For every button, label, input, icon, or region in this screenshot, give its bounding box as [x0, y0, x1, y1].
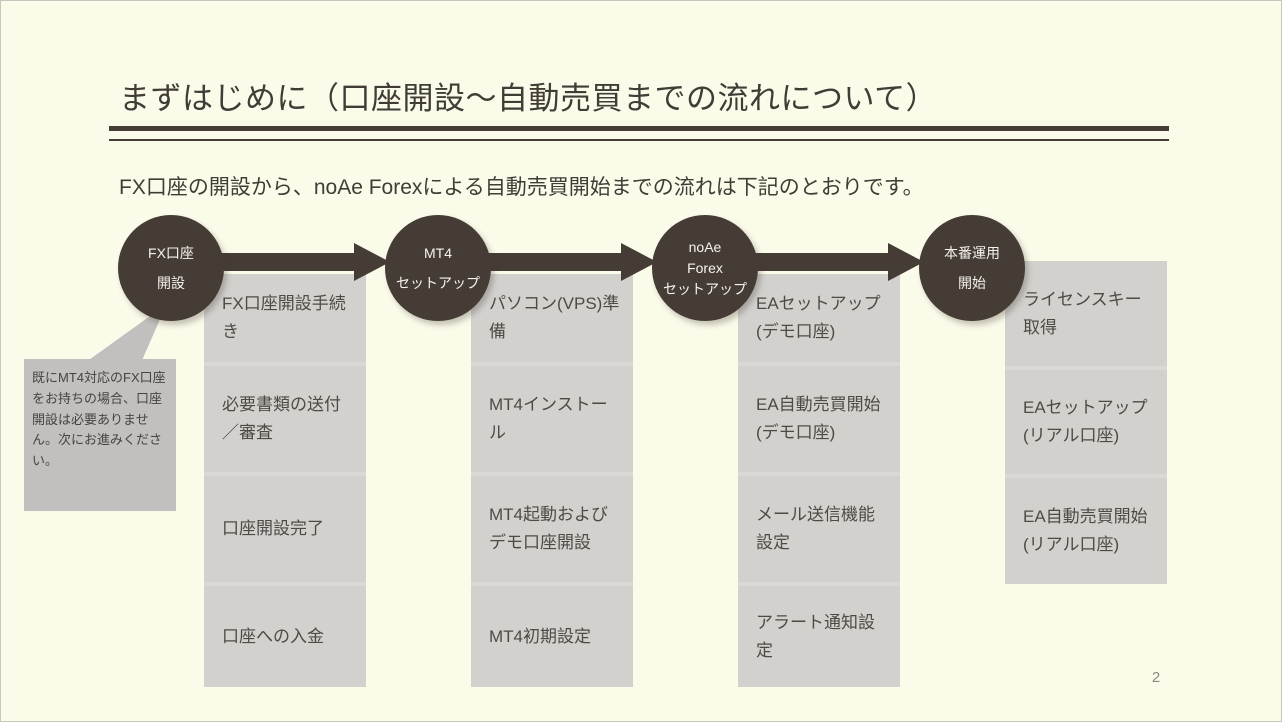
circle-label-line: セットアップ	[396, 274, 480, 291]
title-rule-thick	[109, 126, 1169, 131]
step-item: MT4インストール	[471, 366, 633, 472]
step-circle-production-start: 本番運用 開始	[919, 215, 1025, 321]
step-item: MT4起動およびデモ口座開設	[471, 476, 633, 582]
arrow-right-icon	[888, 243, 924, 281]
step-item: EAセットアップ(リアル口座)	[1005, 370, 1167, 474]
step-column-fx-account: FX口座開設手続き 必要書類の送付／審査 口座開設完了 口座への入金	[204, 274, 366, 687]
slide-subtitle: FX口座の開設から、noAe Forexによる自動売買開始までの流れは下記のとお…	[119, 176, 924, 199]
step-item: EAセットアップ(デモ口座)	[738, 274, 900, 362]
circle-label-line: セットアップ	[663, 281, 747, 298]
step-circle-mt4-setup: MT4 セットアップ	[385, 215, 491, 321]
step-column-mt4-setup: パソコン(VPS)準備 MT4インストール MT4起動およびデモ口座開設 MT4…	[471, 274, 633, 687]
step-column-noae-forex-setup: EAセットアップ(デモ口座) EA自動売買開始(デモ口座) メール送信機能設定 …	[738, 274, 900, 687]
step-item: ライセンスキー取得	[1005, 261, 1167, 366]
circle-label-line: 開始	[958, 274, 986, 291]
arrow-right-icon	[621, 243, 657, 281]
step-column-production-start: ライセンスキー取得 EAセットアップ(リアル口座) EA自動売買開始(リアル口座…	[1005, 261, 1167, 584]
step-item: 必要書類の送付／審査	[204, 366, 366, 472]
circle-label-line: Forex	[687, 259, 723, 276]
step-item: 口座への入金	[204, 586, 366, 687]
step-circle-fx-account: FX口座 開設	[118, 215, 224, 321]
step-item: FX口座開設手続き	[204, 274, 366, 362]
step-item: MT4初期設定	[471, 586, 633, 687]
arrow-right-icon	[354, 243, 390, 281]
circle-label-line: 本番運用	[944, 245, 1000, 262]
step-item: EA自動売買開始(デモ口座)	[738, 366, 900, 472]
step-circle-noae-forex-setup: noAe Forex セットアップ	[652, 215, 758, 321]
callout-text: 既にMT4対応のFX口座をお持ちの場合、口座開設は必要ありません。次にお進みくだ…	[32, 370, 166, 469]
step-item: メール送信機能設定	[738, 476, 900, 582]
slide-title: まずはじめに（口座開設～自動売買までの流れについて）	[119, 81, 938, 116]
circle-label-line: 開設	[157, 274, 185, 291]
step-item: 口座開設完了	[204, 476, 366, 582]
step-item: アラート通知設定	[738, 586, 900, 687]
step-item: EA自動売買開始(リアル口座)	[1005, 478, 1167, 584]
circle-label-line: FX口座	[148, 245, 194, 262]
circle-label-line: noAe	[688, 238, 722, 255]
callout-bubble: 既にMT4対応のFX口座をお持ちの場合、口座開設は必要ありません。次にお進みくだ…	[24, 359, 176, 511]
circle-label-line: MT4	[424, 245, 452, 262]
title-rule-thin	[109, 139, 1169, 141]
step-item: パソコン(VPS)準備	[471, 274, 633, 362]
page-number: 2	[1151, 669, 1161, 686]
